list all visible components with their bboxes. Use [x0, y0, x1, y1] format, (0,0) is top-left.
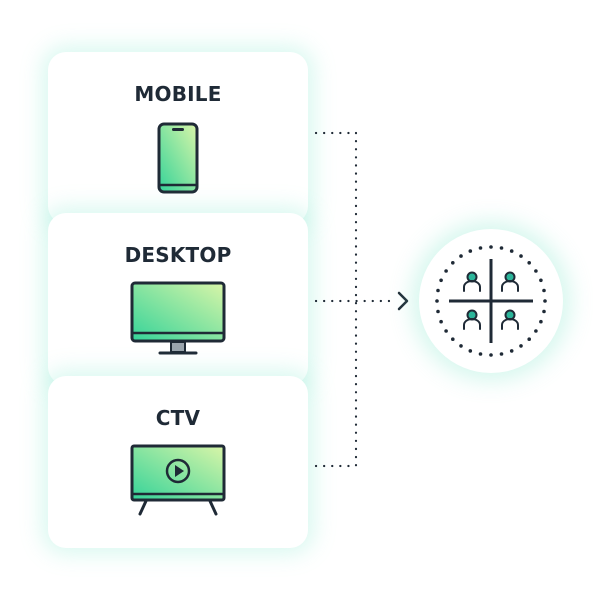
- desktop-monitor-icon: [130, 281, 226, 355]
- card-ctv: CTV: [48, 376, 308, 548]
- audience-circle: [419, 229, 563, 373]
- smartphone-icon: [157, 122, 199, 194]
- tv-play-icon: [130, 444, 226, 516]
- audience-quadrant-icon: [435, 245, 547, 357]
- card-title-mobile: MOBILE: [134, 82, 222, 106]
- card-desktop: DESKTOP: [48, 213, 308, 385]
- card-title-ctv: CTV: [155, 406, 201, 430]
- card-mobile: MOBILE: [48, 52, 308, 224]
- arrow-head-icon: [397, 291, 409, 311]
- card-title-desktop: DESKTOP: [124, 243, 232, 267]
